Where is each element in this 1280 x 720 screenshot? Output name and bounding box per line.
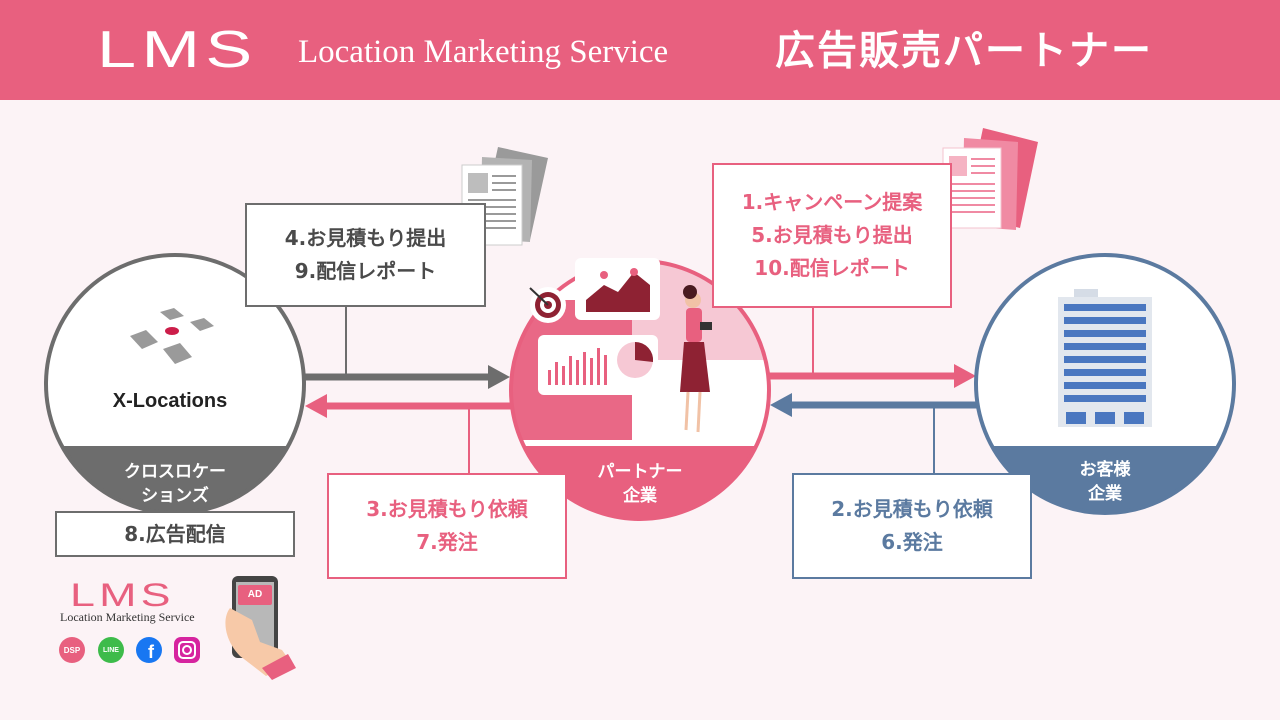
arrow-to-xlocations-pink [305,394,515,418]
arrow-to-customer-pink [766,364,976,388]
arrow-to-partner-blue [770,393,978,417]
box-quote-report-xlocations: 4.お見積もり提出 9.配信レポート [245,203,486,307]
pink-document-icon [942,128,1038,230]
box-line: 5.お見積もり提出 [751,223,913,247]
arrow-to-partner-gray [302,365,510,389]
xlocations-name: X-Locations [112,390,228,412]
line-icon[interactable] [98,637,124,663]
instagram-icon[interactable] [174,637,200,663]
xlocations-label-line2: ションズ [141,486,209,506]
box-line: 1.キャンペーン提案 [741,190,923,214]
header-bar: LMS Location Marketing Service 広告販売パートナー [0,0,1280,100]
box-line: 9.配信レポート [294,259,437,283]
lms-footer-logo: LMS [70,577,175,613]
box-request-order-partner: 3.お見積もり依頼 7.発注 [327,473,567,579]
header-title: 広告販売パートナー [775,28,1153,74]
box-line: 7.発注 [416,530,478,554]
xlocations-label-line1: クロスロケー [124,462,226,482]
gray-document-icon [461,147,548,246]
phone-ad-badge: AD [238,585,272,605]
header-subtitle: Location Marketing Service [298,34,669,70]
box-line: 3.お見積もり依頼 [366,497,528,521]
partner-label-line1: パートナー [597,462,683,482]
lms-footer-subtitle: Location Marketing Service [60,610,195,624]
dsp-icon[interactable]: DSP [59,637,85,663]
customer-label: お客様 企業 [1025,458,1185,506]
analytics-illustration [529,258,660,395]
partner-label: パートナー 企業 [560,460,720,508]
box-proposal-partner: 1.キャンペーン提案 5.お見積もり提出 10.配信レポート [712,163,952,308]
box-request-order-customer: 2.お見積もり依頼 6.発注 [792,473,1032,579]
line-icon-label: LINE [103,646,119,654]
box-line: 2.お見積もり依頼 [831,497,993,521]
box-line: 4.お見積もり提出 [284,226,447,250]
customer-label-line2: 企業 [1088,484,1122,504]
header-logo: LMS [97,21,258,79]
svg-text:f: f [148,642,155,662]
facebook-icon[interactable]: f [136,637,162,663]
customer-label-line1: お客様 [1079,460,1131,480]
box-line: 6.発注 [881,530,943,554]
box-ad-delivery: 8.広告配信 [55,511,295,557]
box-line: 10.配信レポート [754,256,910,280]
xlocations-label: クロスロケー ションズ [95,460,255,508]
building-icon [1058,289,1152,427]
box-line: 8.広告配信 [124,521,226,546]
businesswoman-figure [680,285,712,433]
partner-label-line2: 企業 [623,486,657,506]
smartphone-icon [225,576,296,680]
xlocations-logo-mark [130,308,214,364]
